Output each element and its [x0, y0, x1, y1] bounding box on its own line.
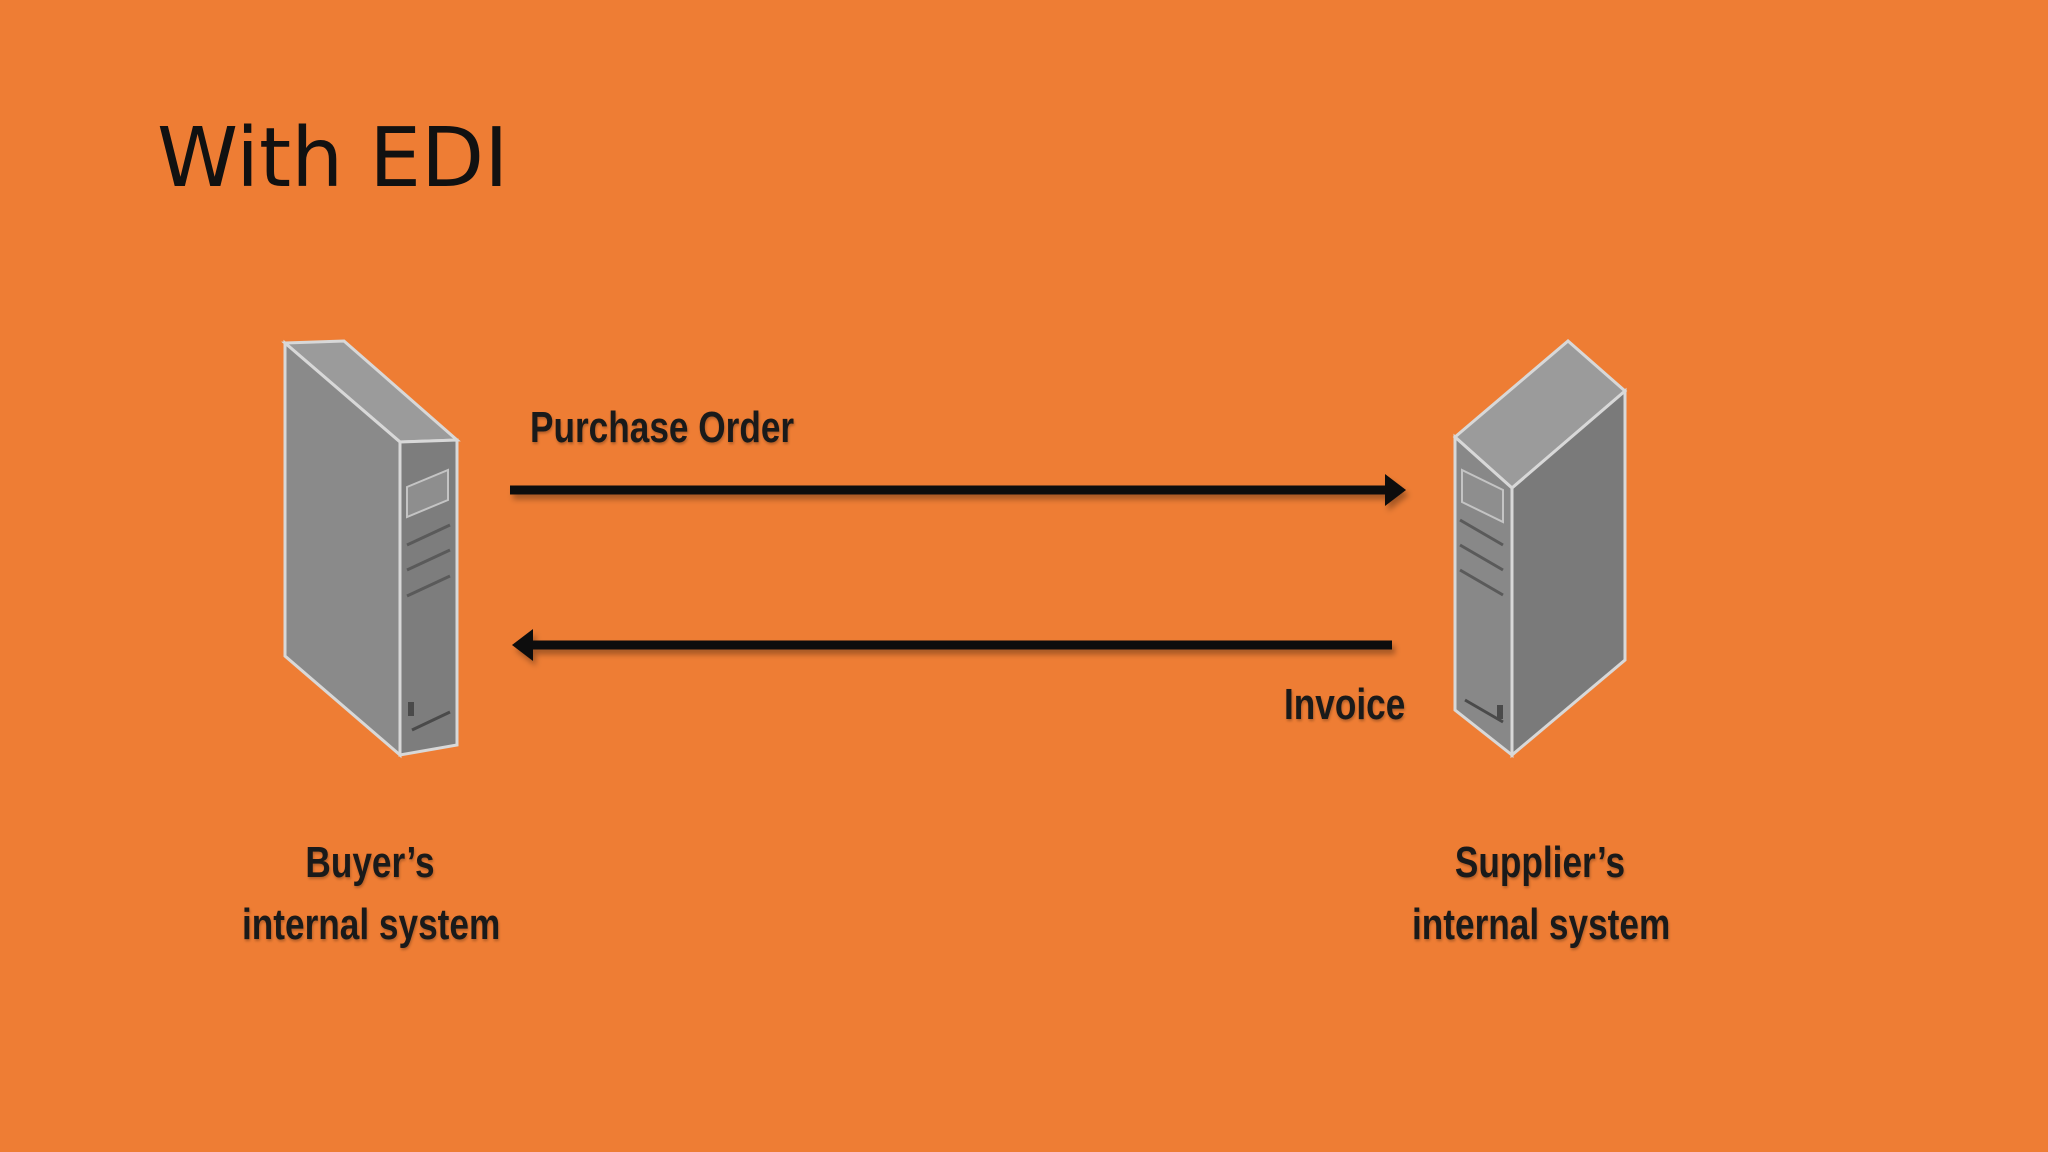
supplier-system-label: Supplier’s internal system: [1412, 832, 1671, 956]
invoice-arrow: [512, 629, 1392, 661]
slide-title: With EDI: [157, 111, 509, 206]
purchase-order-label: Purchase Order: [530, 403, 795, 452]
buyer-label-line1: Buyer’s: [305, 838, 435, 887]
supplier-label-line1: Supplier’s: [1454, 838, 1626, 887]
invoice-label: Invoice: [1284, 680, 1406, 729]
supplier-label-line2: internal system: [1412, 900, 1671, 949]
purchase-order-arrow: [510, 474, 1406, 506]
buyer-server-icon: [281, 339, 461, 759]
supplier-server-icon: [1452, 339, 1628, 759]
buyer-label-line2: internal system: [242, 900, 501, 949]
buyer-system-label: Buyer’s internal system: [242, 832, 501, 956]
